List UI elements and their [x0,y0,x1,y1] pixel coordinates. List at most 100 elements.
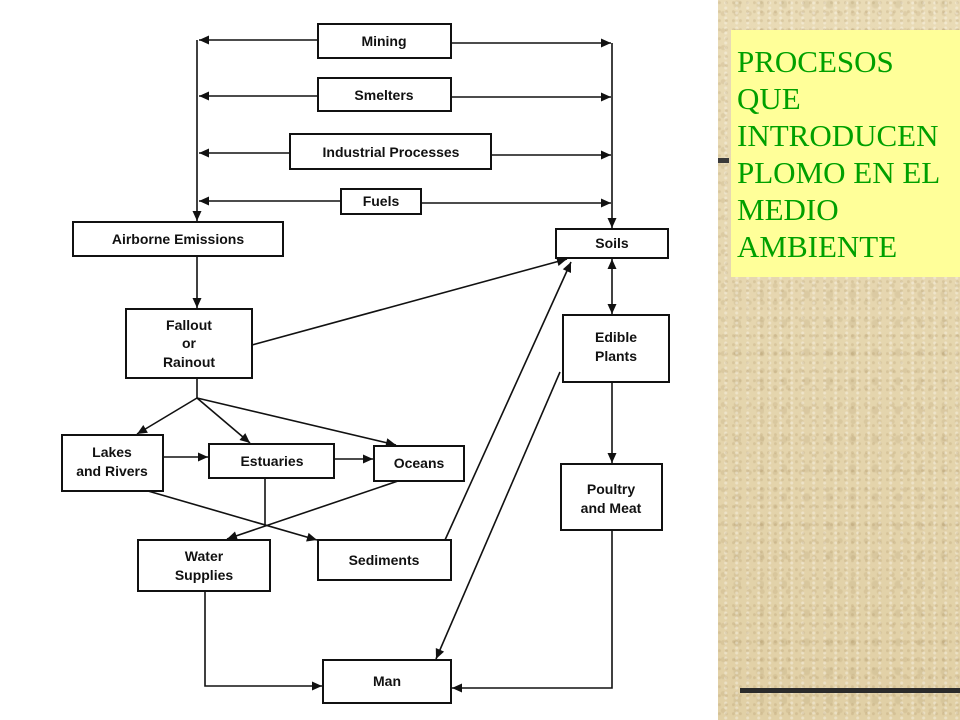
node-box [289,133,492,170]
node-box [322,659,452,704]
arrowhead [227,531,238,540]
arrow-lakes-to-sediments [147,490,318,541]
arrowhead [607,453,617,463]
arrowhead [363,454,373,464]
slide-title-box: PROCESOS QUE INTRODUCEN PLOMO EN EL MEDI… [731,30,960,277]
arrow-oceans-to-water-supplies [226,480,399,540]
node-label-line: Poultry [587,481,635,497]
node-soils: Soils [555,228,669,259]
node-box [317,539,452,581]
arrowhead [556,257,567,266]
edges [136,35,617,693]
arrowhead [385,438,396,448]
arrow-fallout-to-soils [251,258,568,346]
node-box [61,434,164,492]
node-label-line: Fallout [166,317,212,333]
node-poultry-and-meat: Poultry and Meat [560,463,663,531]
node-box [137,539,271,592]
node-label: Industrial Processes [323,144,460,160]
arrow-fallout-to-estuaries [196,397,251,444]
node-water-supplies: Water Supplies [137,539,271,592]
arrowhead [562,262,571,273]
node-label-line: Lakes [92,444,132,460]
node-box [317,23,452,59]
node-label: Oceans [394,455,445,471]
node-sediments: Sediments [317,539,452,581]
node-label: Airborne Emissions [112,231,244,247]
node-box [555,228,669,259]
node-box [72,221,284,257]
node-label-line: Rainout [163,354,215,370]
node-label-line: Supplies [175,567,234,583]
arrow-water-supplies-to-man [204,591,322,687]
arrowhead [199,196,209,206]
node-label-line: or [182,335,197,351]
node-fallout-rainout: Fallout or Rainout [125,308,253,379]
node-label-line: and Rivers [76,463,148,479]
node-oceans: Oceans [373,445,465,482]
slide-title-line: AMBIENTE [737,229,898,264]
node-label: Man [373,673,401,689]
decorative-bar [718,158,729,163]
arrowhead [435,648,445,659]
flowchart-panel: Mining Smelters Industrial Processes Fue… [61,23,670,704]
arrowhead [601,92,611,102]
arrowhead [312,681,322,691]
node-label: Estuaries [240,453,303,469]
arrow-poultry-to-man [452,530,613,689]
flowchart: Mining Smelters Industrial Processes Fue… [61,23,670,704]
arrowhead [601,198,611,208]
arrowhead [199,148,209,158]
arrow-fallout-to-oceans [196,397,397,446]
arrowhead [601,150,611,160]
nodes: Mining Smelters Industrial Processes Fue… [61,23,670,704]
arrow-edible-plants-to-man [435,371,561,660]
arrow-fallout-to-lakes [136,397,198,435]
arrowhead [199,35,209,45]
node-label-line: Plants [595,348,637,364]
node-label: Soils [595,235,629,251]
arrowhead [607,259,617,269]
node-box [125,308,253,379]
node-box [562,314,670,383]
arrowhead [239,433,250,443]
node-fuels: Fuels [340,188,422,215]
bottom-rule [740,688,960,693]
node-box [373,445,465,482]
node-label-line: Water [185,548,224,564]
node-box [560,463,663,531]
node-smelters: Smelters [317,77,452,112]
node-airborne-emissions: Airborne Emissions [72,221,284,257]
node-estuaries: Estuaries [208,443,335,479]
slide-title-line: PROCESOS [737,44,894,79]
arrowhead [198,452,208,462]
slide-title-line: PLOMO EN EL [737,155,941,190]
node-lakes-and-rivers: Lakes and Rivers [61,434,164,492]
arrow-sediments-to-soils [444,261,572,541]
arrowhead [192,211,202,221]
arrowhead [192,298,202,308]
arrowhead [452,683,462,693]
arrowhead [601,38,611,48]
node-box [340,188,422,215]
arrowhead [137,425,148,434]
arrowhead [199,91,209,101]
node-industrial-processes: Industrial Processes [289,133,492,170]
node-man: Man [322,659,452,704]
node-box [208,443,335,479]
slide-title-line: MEDIO [737,192,839,227]
node-label: Smelters [354,87,413,103]
node-edible-plants: Edible Plants [562,314,670,383]
node-label-line: Edible [595,329,637,345]
slide-title-line: QUE [737,81,801,116]
node-mining: Mining [317,23,452,59]
node-label: Fuels [363,193,400,209]
node-label: Sediments [349,552,420,568]
node-box [317,77,452,112]
arrowhead [607,304,617,314]
slide-title-line: INTRODUCEN [737,118,939,153]
node-label-line: and Meat [581,500,642,516]
arrowhead [306,532,317,542]
node-label: Mining [361,33,406,49]
